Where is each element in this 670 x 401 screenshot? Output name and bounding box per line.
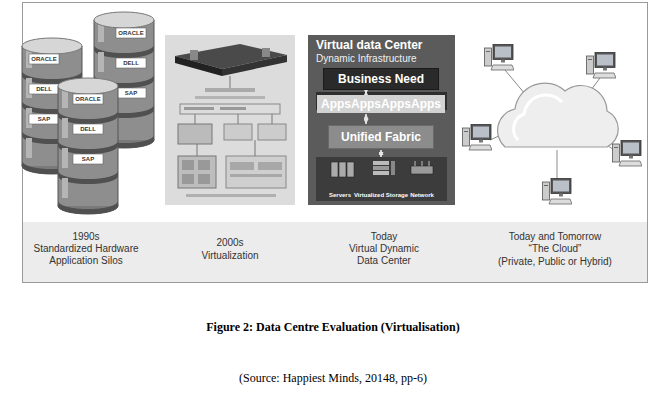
box-label: Apps	[381, 97, 411, 111]
device-label: Servers	[329, 192, 351, 199]
double-arrow	[365, 91, 367, 94]
app-box: Apps	[347, 95, 385, 113]
box-label: Apps	[321, 97, 351, 111]
server-stacks	[22, 12, 154, 214]
app-box: Apps	[407, 95, 445, 113]
vendor-logo: SAP	[38, 116, 50, 123]
era-label: Standardized Hardware	[33, 243, 138, 255]
device-box: Virtualized Storage	[361, 158, 401, 201]
panel-subtitle: Dynamic Infrastructure	[316, 52, 447, 65]
caption-band	[23, 222, 647, 282]
vendor-logo: ORACLE	[31, 56, 56, 63]
box-label: Apps	[411, 97, 441, 111]
device-label: Virtualized Storage	[354, 192, 408, 199]
box-label: Business Need	[330, 72, 432, 86]
cloud-illustration	[463, 45, 643, 205]
figure-caption: Figure 2: Data Centre Evaluation (Virtua…	[206, 320, 459, 335]
vendor-logo: SAP	[82, 156, 94, 163]
app-box: Apps	[317, 95, 355, 113]
vendor-logo: DELL	[123, 60, 139, 67]
double-arrow	[365, 114, 367, 124]
vendor-logo: ORACLE	[118, 30, 143, 37]
era-label: 2000s	[216, 237, 243, 249]
vendor-logo: DELL	[80, 126, 96, 133]
era-label: Application Silos	[49, 255, 122, 267]
double-arrow	[380, 150, 382, 157]
era-label: Virtual Dynamic	[349, 243, 419, 255]
panel-title: Virtual data Center	[316, 38, 447, 52]
process-box: Business Need	[323, 68, 439, 90]
box-label: Apps	[351, 97, 381, 111]
device-label: Network	[410, 192, 434, 199]
source-note: (Source: Happiest Minds, 20148, pp-6)	[239, 371, 427, 386]
figure-frame	[23, 3, 648, 283]
era-label: “The Cloud”	[529, 243, 582, 255]
era-label: Today	[371, 231, 398, 243]
vendor-logo: DELL	[36, 86, 52, 93]
process-box: Unified Fabric	[328, 125, 434, 149]
virtual-data-center-panel	[308, 35, 455, 205]
era-label: 1990s	[72, 231, 99, 243]
vendor-logo: ORACLE	[75, 96, 100, 103]
app-box: Apps	[377, 95, 415, 113]
box-label: Unified Fabric	[341, 130, 421, 144]
panel-box: Virtual data CenterDynamic Infrastructur…	[308, 35, 455, 205]
era-label: (Private, Public or Hybrid)	[498, 256, 612, 268]
era-label: Today and Tomorrow	[509, 231, 602, 243]
vendor-logo: SAP	[125, 90, 137, 97]
virtualization-illustration	[165, 35, 295, 205]
server-stack	[58, 78, 118, 214]
era-label: Virtualization	[201, 250, 258, 262]
era-label: Data Center	[357, 255, 411, 267]
